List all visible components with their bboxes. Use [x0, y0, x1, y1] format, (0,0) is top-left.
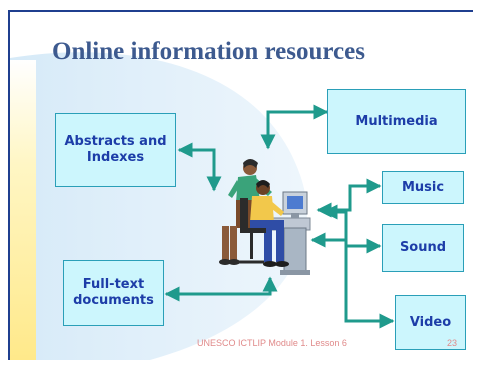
box-sound: Sound: [382, 224, 464, 272]
slide-frame: [8, 10, 473, 360]
box-video: Video: [395, 295, 466, 350]
background-stripe: [10, 60, 36, 360]
footer-text: UNESCO ICTLIP Module 1. Lesson 6: [197, 338, 347, 348]
box-multimedia: Multimedia: [327, 89, 466, 154]
box-full-text-documents: Full-text documents: [63, 260, 164, 326]
slide-title: Online information resources: [52, 38, 365, 65]
page-number: 23: [447, 338, 458, 348]
box-abstracts-and-indexes: Abstracts and Indexes: [55, 113, 176, 187]
box-music: Music: [382, 171, 464, 204]
